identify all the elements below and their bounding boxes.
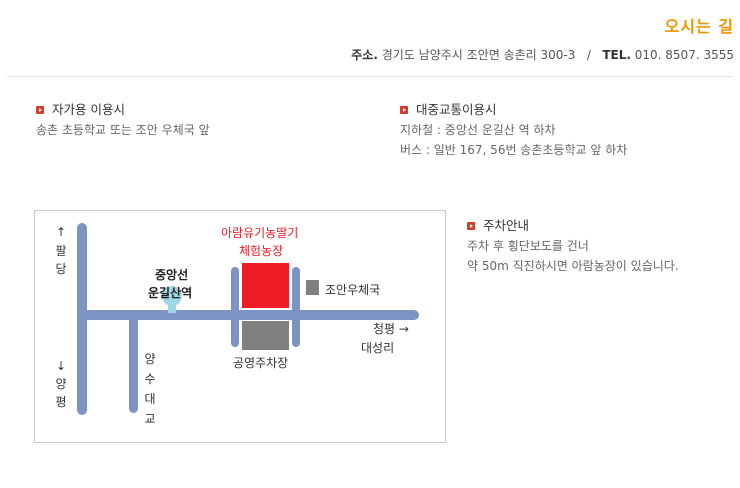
south-arrow-icon: ↓ [55,359,67,373]
farm-building [242,263,289,308]
car-line: 송촌 초등학교 또는 조안 우체국 앞 [36,123,210,137]
transit-section: 대중교통이용시 지하철 : 중앙선 운길산 역 하차 버스 : 일반 167, … [400,100,627,160]
parking-lot [242,321,289,350]
page-title: 오시는 길 [664,17,734,36]
parking-heading: 주차안내 [467,216,679,236]
car-heading-text: 자가용 이용시 [52,102,125,117]
parking-section: 주차안내 주차 후 횡단보도를 건너 약 50m 직진하시면 아람농장이 있습니… [467,216,679,276]
tel-label: TEL. [602,48,631,62]
south-direction-label: 양평 [55,377,67,409]
parking-line-2: 약 50m 직진하시면 아람농장이 있습니다. [467,259,679,273]
transit-line-subway: 지하철 : 중앙선 운길산 역 하차 [400,123,556,137]
station-marker-icon [162,286,182,306]
road-farm-right [292,267,300,347]
address-separator: / [586,48,591,62]
bullet-icon [36,106,44,114]
tel-value: 010. 8507. 3555 [634,48,734,62]
road-bridge-vertical [129,315,138,413]
bullet-icon [400,106,408,114]
east-direction-label: 청평 → [373,322,409,336]
station-marker-stem [168,301,176,313]
station-name-label: 운길산역 [148,286,193,300]
post-office-building [306,280,319,295]
address-label: 주소. [351,48,378,62]
road-main-horizontal [77,310,419,320]
road-farm-left [231,267,239,347]
parking-lot-label: 공영주차장 [233,356,289,370]
farm-label-2: 체험농장 [239,244,284,258]
north-arrow-icon: ↑ [55,225,67,239]
car-heading: 자가용 이용시 [36,100,210,120]
transit-line-bus: 버스 : 일반 167, 56번 송촌초등학교 앞 하차 [400,143,628,157]
address-value: 경기도 남양주시 조안면 송촌리 300-3 [381,48,576,62]
station-line-label: 중앙선 [155,268,189,282]
parking-heading-text: 주차안내 [483,218,530,233]
bullet-icon [467,222,475,230]
location-map: 중앙선 운길산역 아람유기농딸기 체험농장 조안우체국 공영주차장 청평 → 대… [34,210,446,443]
header-divider [7,76,733,77]
post-office-label: 조안우체국 [325,283,381,297]
transit-heading-text: 대중교통이용시 [416,102,497,117]
north-direction-label: 팔당 [55,244,67,276]
transit-heading: 대중교통이용시 [400,100,627,120]
east-direction-label-2: 대성리 [361,341,395,355]
parking-line-1: 주차 후 횡단보도를 건너 [467,239,589,253]
farm-label-1: 아람유기농딸기 [221,226,299,240]
address-line: 주소. 경기도 남양주시 조안면 송촌리 300-3 / TEL. 010. 8… [351,46,734,63]
car-section: 자가용 이용시 송촌 초등학교 또는 조안 우체국 앞 [36,100,210,140]
bridge-label: 양수대교 [144,352,156,426]
